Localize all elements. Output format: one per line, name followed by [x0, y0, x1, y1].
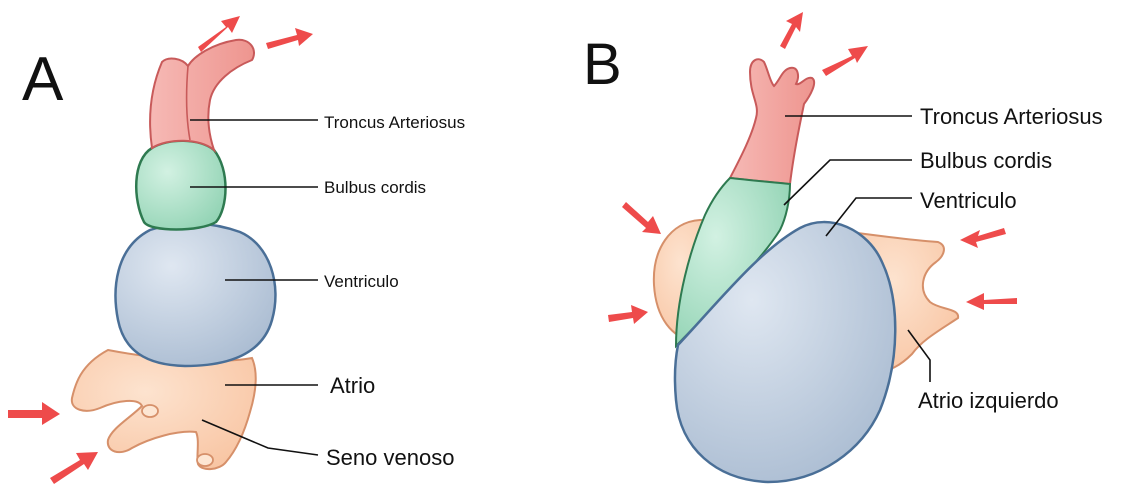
- panel-b-arrow-out-left: [780, 12, 803, 49]
- panel-a-label-seno: Seno venoso: [326, 445, 454, 470]
- panel-a-letter: A: [22, 45, 64, 114]
- panel-b-truncus-shape: [730, 59, 814, 184]
- panel-a-atrium-shape: [72, 350, 256, 469]
- panel-b-label-bulbus: Bulbus cordis: [920, 148, 1052, 173]
- panel-a-arrow-out-right: [266, 28, 313, 49]
- panel-a-label-bulbus: Bulbus cordis: [324, 178, 426, 197]
- panel-b-arrow-in-right-top: [960, 228, 1006, 248]
- panel-a-arrow-in-left: [8, 402, 60, 425]
- panel-a-arrow-in-bottom: [50, 452, 98, 484]
- panel-a-ventricle-shape: [116, 223, 276, 366]
- panel-b-label-troncus: Troncus Arteriosus: [920, 104, 1103, 129]
- panel-a-label-ventriculo: Ventriculo: [324, 272, 399, 291]
- panel-b-label-atrio-izquierdo: Atrio izquierdo: [918, 388, 1059, 413]
- panel-a: A Troncus Arteriosus Bulbus cordis: [8, 16, 465, 484]
- panel-b-arrow-in-left: [608, 305, 648, 324]
- panel-a-label-atrio: Atrio: [330, 373, 375, 398]
- panel-a-label-troncus: Troncus Arteriosus: [324, 113, 465, 132]
- panel-b-arrow-out-right: [822, 46, 868, 76]
- panel-a-truncus-shape: [150, 40, 254, 150]
- panel-b-label-ventriculo: Ventriculo: [920, 188, 1017, 213]
- panel-b-letter: B: [583, 32, 622, 97]
- panel-b-arrow-in-topleft: [622, 202, 661, 234]
- panel-a-bulbus-shape: [136, 141, 225, 230]
- panel-b-arrow-in-right-bottom: [966, 293, 1017, 310]
- panel-b: B Troncus Arteriosus Bulbus cordis Ventr…: [583, 12, 1103, 482]
